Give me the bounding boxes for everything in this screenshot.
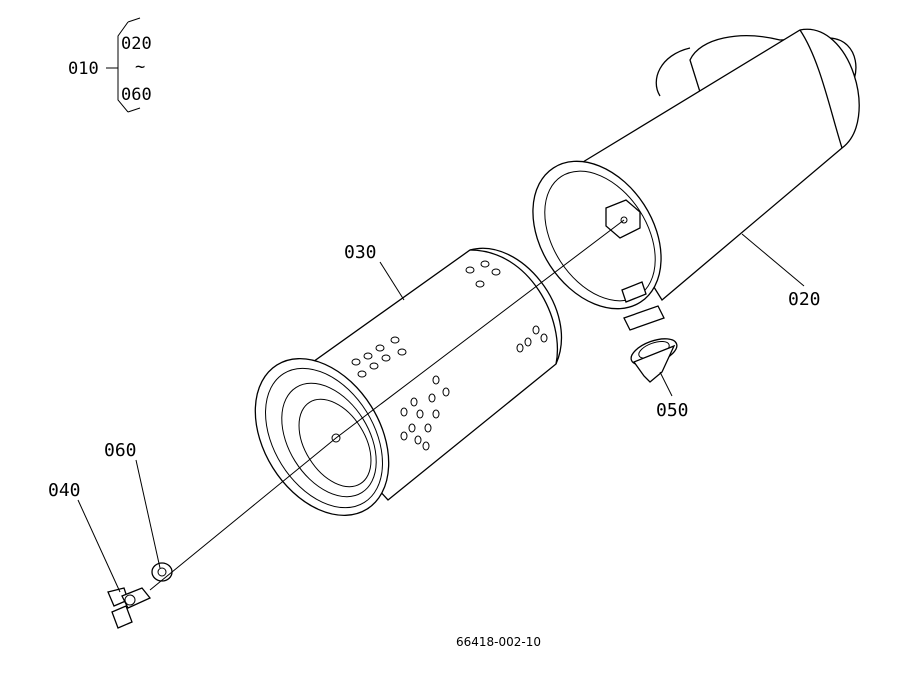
callout-050: 050 xyxy=(656,400,689,421)
assembly-axis xyxy=(149,219,625,591)
drawing-reference-number: 66418-002-10 xyxy=(456,635,541,649)
assembly-key: 010 020 ~ 060 xyxy=(68,17,152,113)
callout-030: 030 xyxy=(344,242,377,263)
key-parent: 010 xyxy=(68,59,99,79)
leader-lines xyxy=(77,233,805,593)
key-first: 020 xyxy=(121,34,152,54)
callouts: 030 020 050 060 040 xyxy=(48,242,821,501)
key-last: 060 xyxy=(121,85,152,105)
key-range-mark: ~ xyxy=(135,57,145,77)
perforations xyxy=(351,260,548,451)
callout-060: 060 xyxy=(104,440,137,461)
wing-nut-part xyxy=(107,587,152,629)
callout-040: 040 xyxy=(48,480,81,501)
housing-part xyxy=(532,28,860,331)
valve-part xyxy=(630,338,678,383)
callout-020: 020 xyxy=(788,289,821,310)
washer-part xyxy=(151,562,173,582)
